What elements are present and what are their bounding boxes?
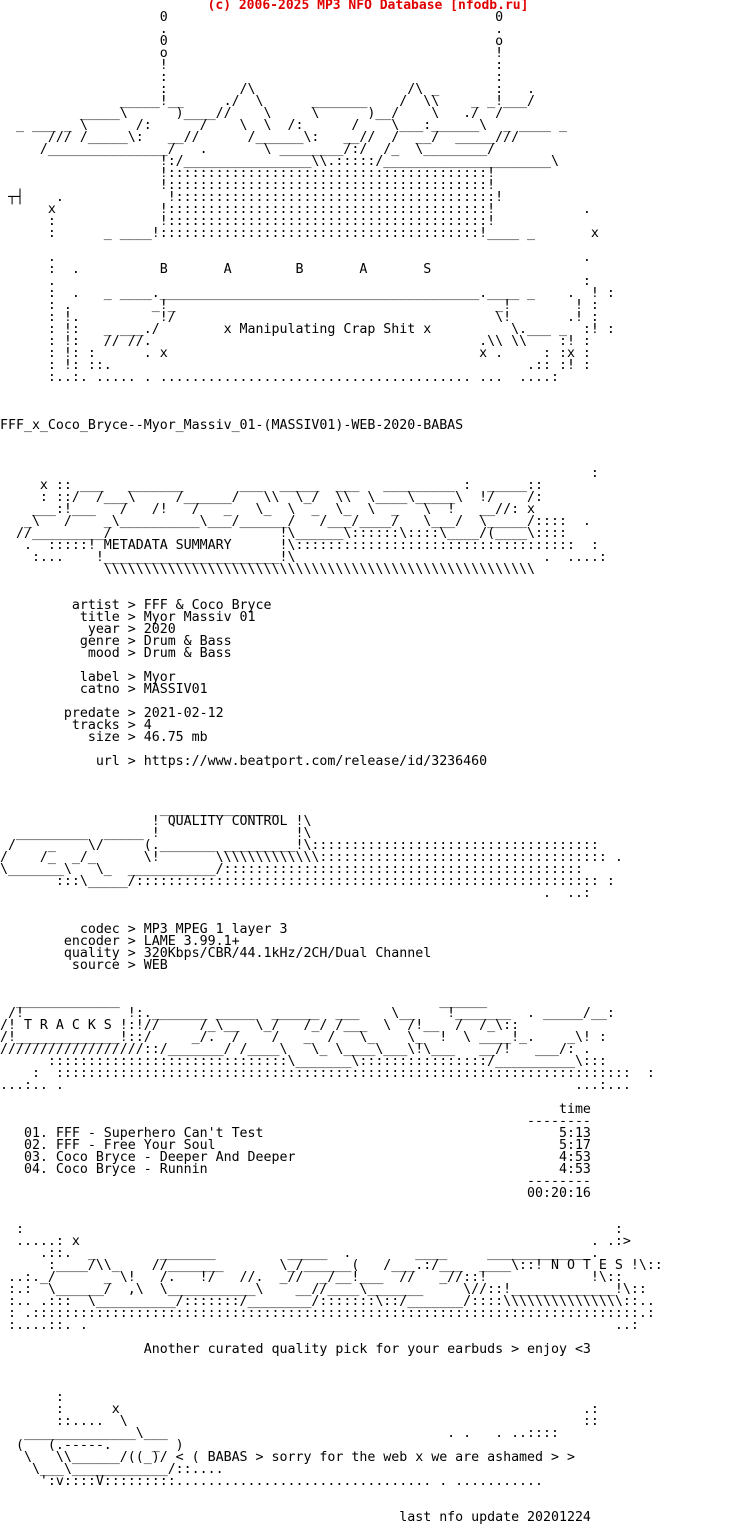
quality-quality: quality > 320Kbps/CBR/44.1kHz/2CH/Dual C…: [0, 946, 432, 961]
notes-text: Another curated quality pick for your ea…: [0, 1342, 591, 1357]
tracks-section-header-art: _____________ ______ /! !:._______ _____…: [0, 994, 655, 1093]
tracks-total-time: 00:20:16: [0, 1186, 591, 1201]
metadata-year: year > 2020: [0, 622, 176, 637]
track-row-04: 04. Coco Bryce - Runnin 4:53: [0, 1162, 591, 1177]
tracks-divider-top: --------: [0, 1114, 591, 1129]
footer-ascii-art: : : x .: ::.... \ :: ______________\___: [15, 1390, 599, 1489]
metadata-url-link[interactable]: url > https://www.beatport.com/release/i…: [0, 754, 488, 769]
release-name: FFF_x_Coco_Bryce--Myor_Massiv_01-(MASSIV…: [0, 418, 464, 433]
quality-control-header-art: _______________ ! QUALITY CONTROL !\ ___…: [0, 802, 623, 901]
copyright-banner: (c) 2006-2025 MP3 NFO Database [nfodb.ru…: [207, 0, 529, 13]
track-row-03: 03. Coco Bryce - Deeper And Deeper 4:53: [0, 1150, 591, 1165]
track-row-01: 01. FFF - Superhero Can't Test 5:13: [0, 1126, 591, 1141]
logo-ascii-art: 0 0 . . 0 o o: [7, 10, 615, 385]
metadata-tracks: tracks > 4: [0, 718, 152, 733]
metadata-size: size > 46.75 mb: [0, 730, 208, 745]
notes-section-header-art: : : .....: x . .:> .::. _ _______ _____: [7, 1222, 663, 1333]
metadata-artist: artist > FFF & Coco Bryce: [0, 598, 272, 613]
metadata-label: label > Myor: [0, 670, 176, 685]
metadata-genre: genre > Drum & Bass: [0, 634, 232, 649]
metadata-catno: catno > MASSIV01: [0, 682, 208, 697]
tracks-time-header: time: [0, 1102, 591, 1117]
track-row-02: 02. FFF - Free Your Soul 5:17: [0, 1138, 591, 1153]
tracks-divider-bottom: --------: [0, 1174, 591, 1189]
metadata-mood: mood > Drum & Bass: [0, 646, 232, 661]
quality-source: source > WEB: [0, 958, 168, 973]
metadata-predate: predate > 2021-02-12: [0, 706, 224, 721]
quality-codec: codec > MP3 MPEG 1 layer 3: [0, 922, 288, 937]
metadata-title: title > Myor Massiv 01: [0, 610, 256, 625]
quality-encoder: encoder > LAME 3.99.1+: [0, 934, 240, 949]
last-update-text: last nfo update 20201224: [0, 1510, 591, 1525]
metadata-section-header-art: : x :: ___ _______ ___ _____ ___ _______…: [15, 466, 607, 577]
nfo-document: 0 0 . . 0 o o: [0, 10, 663, 1525]
